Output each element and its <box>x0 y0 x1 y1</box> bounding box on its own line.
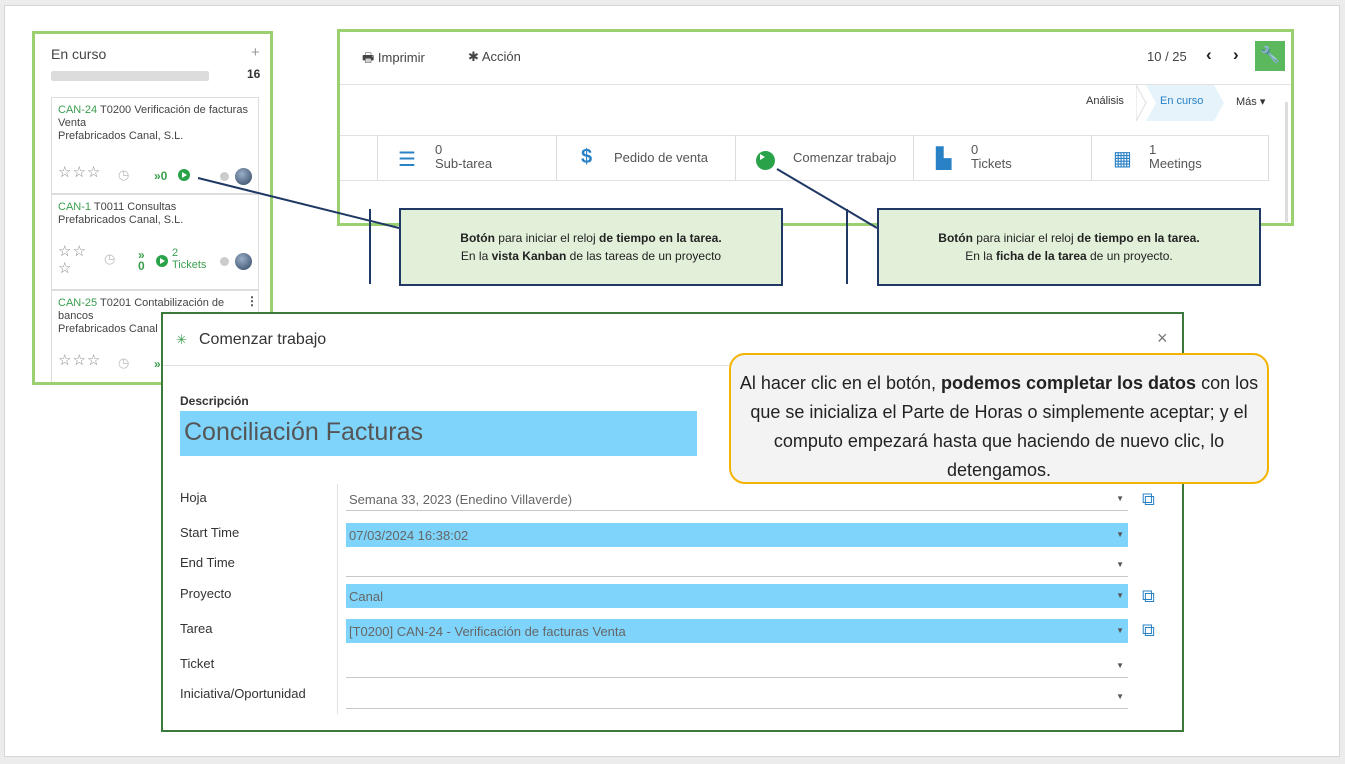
status-dot[interactable] <box>220 172 229 181</box>
dialog-title: Comenzar trabajo <box>199 331 327 348</box>
note-form: Botón para iniciar el reloj de tiempo en… <box>877 208 1261 286</box>
column-title: En curso <box>51 46 107 62</box>
description-input[interactable]: Conciliación Facturas <box>180 411 697 456</box>
card-title: T0200 Verificación de facturas Venta <box>58 104 248 129</box>
card-company: Prefabricados Canal <box>58 323 158 335</box>
chevron-left-icon[interactable]: ‹ <box>1206 45 1212 64</box>
task-form-panel: 🖶 Imprimir ✱ Acción 10 / 25 ‹ › 🔧 Anális… <box>337 29 1294 226</box>
smart-button-start-work[interactable]: Comenzar trabajo <box>736 135 914 181</box>
field-label: Hoja <box>180 490 207 505</box>
start-timer-button[interactable] <box>156 255 168 268</box>
divider <box>163 365 1182 366</box>
column-count: 16 <box>247 67 261 81</box>
start-timer-button[interactable] <box>178 169 190 182</box>
end-time-input[interactable]: ▼ <box>346 553 1128 577</box>
dollar-icon: $ <box>581 146 593 168</box>
clock-icon: ◷ <box>104 251 116 266</box>
external-link-icon[interactable]: ⧉ <box>1142 620 1155 640</box>
timer-counter: »0 <box>154 169 168 183</box>
field-label: End Time <box>180 555 235 570</box>
field-label: Start Time <box>180 525 240 540</box>
stage-arrows <box>1136 85 1224 121</box>
start-time-input[interactable]: 07/03/2024 16:38:02▼ <box>346 523 1128 547</box>
bug-icon: ✳ <box>176 332 187 347</box>
card-ref: CAN-1 <box>58 201 92 213</box>
timer-counter: » <box>154 357 161 371</box>
project-select[interactable]: Canal▼ <box>346 584 1128 608</box>
play-icon <box>156 255 168 268</box>
column-progress-bar <box>51 71 209 81</box>
divider <box>337 484 338 714</box>
opportunity-select[interactable]: ▼ <box>346 685 1128 709</box>
stage-analisis[interactable]: Análisis <box>1086 95 1124 107</box>
sheet-select[interactable]: Semana 33, 2023 (Enedino Villaverde)▼ <box>346 487 1128 511</box>
divider <box>340 135 1268 136</box>
card-title: T0201 Contabilización de bancos <box>58 297 225 322</box>
external-link-icon[interactable]: ⧉ <box>1142 586 1155 606</box>
card-menu-icon[interactable]: ⋮ <box>246 294 258 308</box>
stage-en-curso[interactable]: En curso <box>1160 95 1204 107</box>
avatar[interactable] <box>235 253 252 270</box>
field-label: Iniciativa/Oportunidad <box>180 686 306 701</box>
clock-icon: ◷ <box>118 355 130 370</box>
play-icon <box>178 169 190 182</box>
note-kanban: Botón para iniciar el reloj de tiempo en… <box>399 208 783 286</box>
timer-counter: »0 <box>138 248 145 273</box>
divider <box>377 135 378 181</box>
card-body: CAN-25 T0201 Contabilización de bancos P… <box>58 297 252 336</box>
priority-stars[interactable]: ☆☆☆ <box>58 243 87 277</box>
field-label: Ticket <box>180 656 215 671</box>
action-button[interactable]: ✱ Acción <box>468 49 521 64</box>
wrench-icon[interactable]: 🔧 <box>1255 41 1285 71</box>
card-ref: CAN-24 <box>58 104 98 116</box>
kanban-card[interactable]: CAN-24 T0200 Verificación de facturas Ve… <box>51 97 259 194</box>
avatar[interactable] <box>235 168 252 185</box>
card-body: CAN-24 T0200 Verificación de facturas Ve… <box>58 104 252 143</box>
status-dot[interactable] <box>220 257 229 266</box>
external-link-icon[interactable]: ⧉ <box>1142 489 1155 509</box>
close-icon[interactable]: × <box>1157 328 1168 348</box>
play-icon <box>756 149 775 172</box>
card-title: T0011 Consultas <box>93 201 177 213</box>
gear-icon: ✱ <box>468 49 479 64</box>
card-company: Prefabricados Canal, S.L. <box>58 130 184 142</box>
list-icon: ☰ <box>398 149 416 171</box>
printer-icon: 🖶 <box>362 50 375 65</box>
kanban-column: En curso + 16 CAN-24 T0200 Verificación … <box>32 31 273 385</box>
priority-stars[interactable]: ☆☆☆ <box>58 352 102 369</box>
priority-stars[interactable]: ☆☆☆ <box>58 164 102 181</box>
card-ref: CAN-25 <box>58 297 98 309</box>
divider <box>340 180 1268 181</box>
file-icon: ▙ <box>936 148 952 170</box>
ticket-select[interactable]: ▼ <box>346 654 1128 678</box>
field-label: Proyecto <box>180 586 232 601</box>
description-label: Descripción <box>180 394 249 408</box>
print-button[interactable]: 🖶 Imprimir <box>362 50 425 65</box>
stage-mas[interactable]: Más ▾ <box>1236 96 1266 108</box>
field-label: Tarea <box>180 621 213 636</box>
chevron-right-icon[interactable]: › <box>1233 45 1239 64</box>
explanation-bubble: Al hacer clic en el botón, podemos compl… <box>729 353 1269 484</box>
kanban-card[interactable]: CAN-1 T0011 Consultas Prefabricados Cana… <box>51 194 259 290</box>
scrollbar[interactable] <box>1285 102 1288 222</box>
card-body: CAN-1 T0011 Consultas Prefabricados Cana… <box>58 201 252 227</box>
add-card-icon[interactable]: + <box>251 44 260 61</box>
card-company: Prefabricados Canal, S.L. <box>58 214 184 226</box>
smart-button-sale-order[interactable]: $ Pedido de venta <box>557 135 736 181</box>
calendar-icon: ▦ <box>1113 148 1132 170</box>
task-select[interactable]: [T0200] CAN-24 - Verificación de factura… <box>346 619 1128 643</box>
divider <box>340 84 1291 85</box>
pager: 10 / 25 <box>1147 49 1187 64</box>
clock-icon: ◷ <box>118 167 130 182</box>
